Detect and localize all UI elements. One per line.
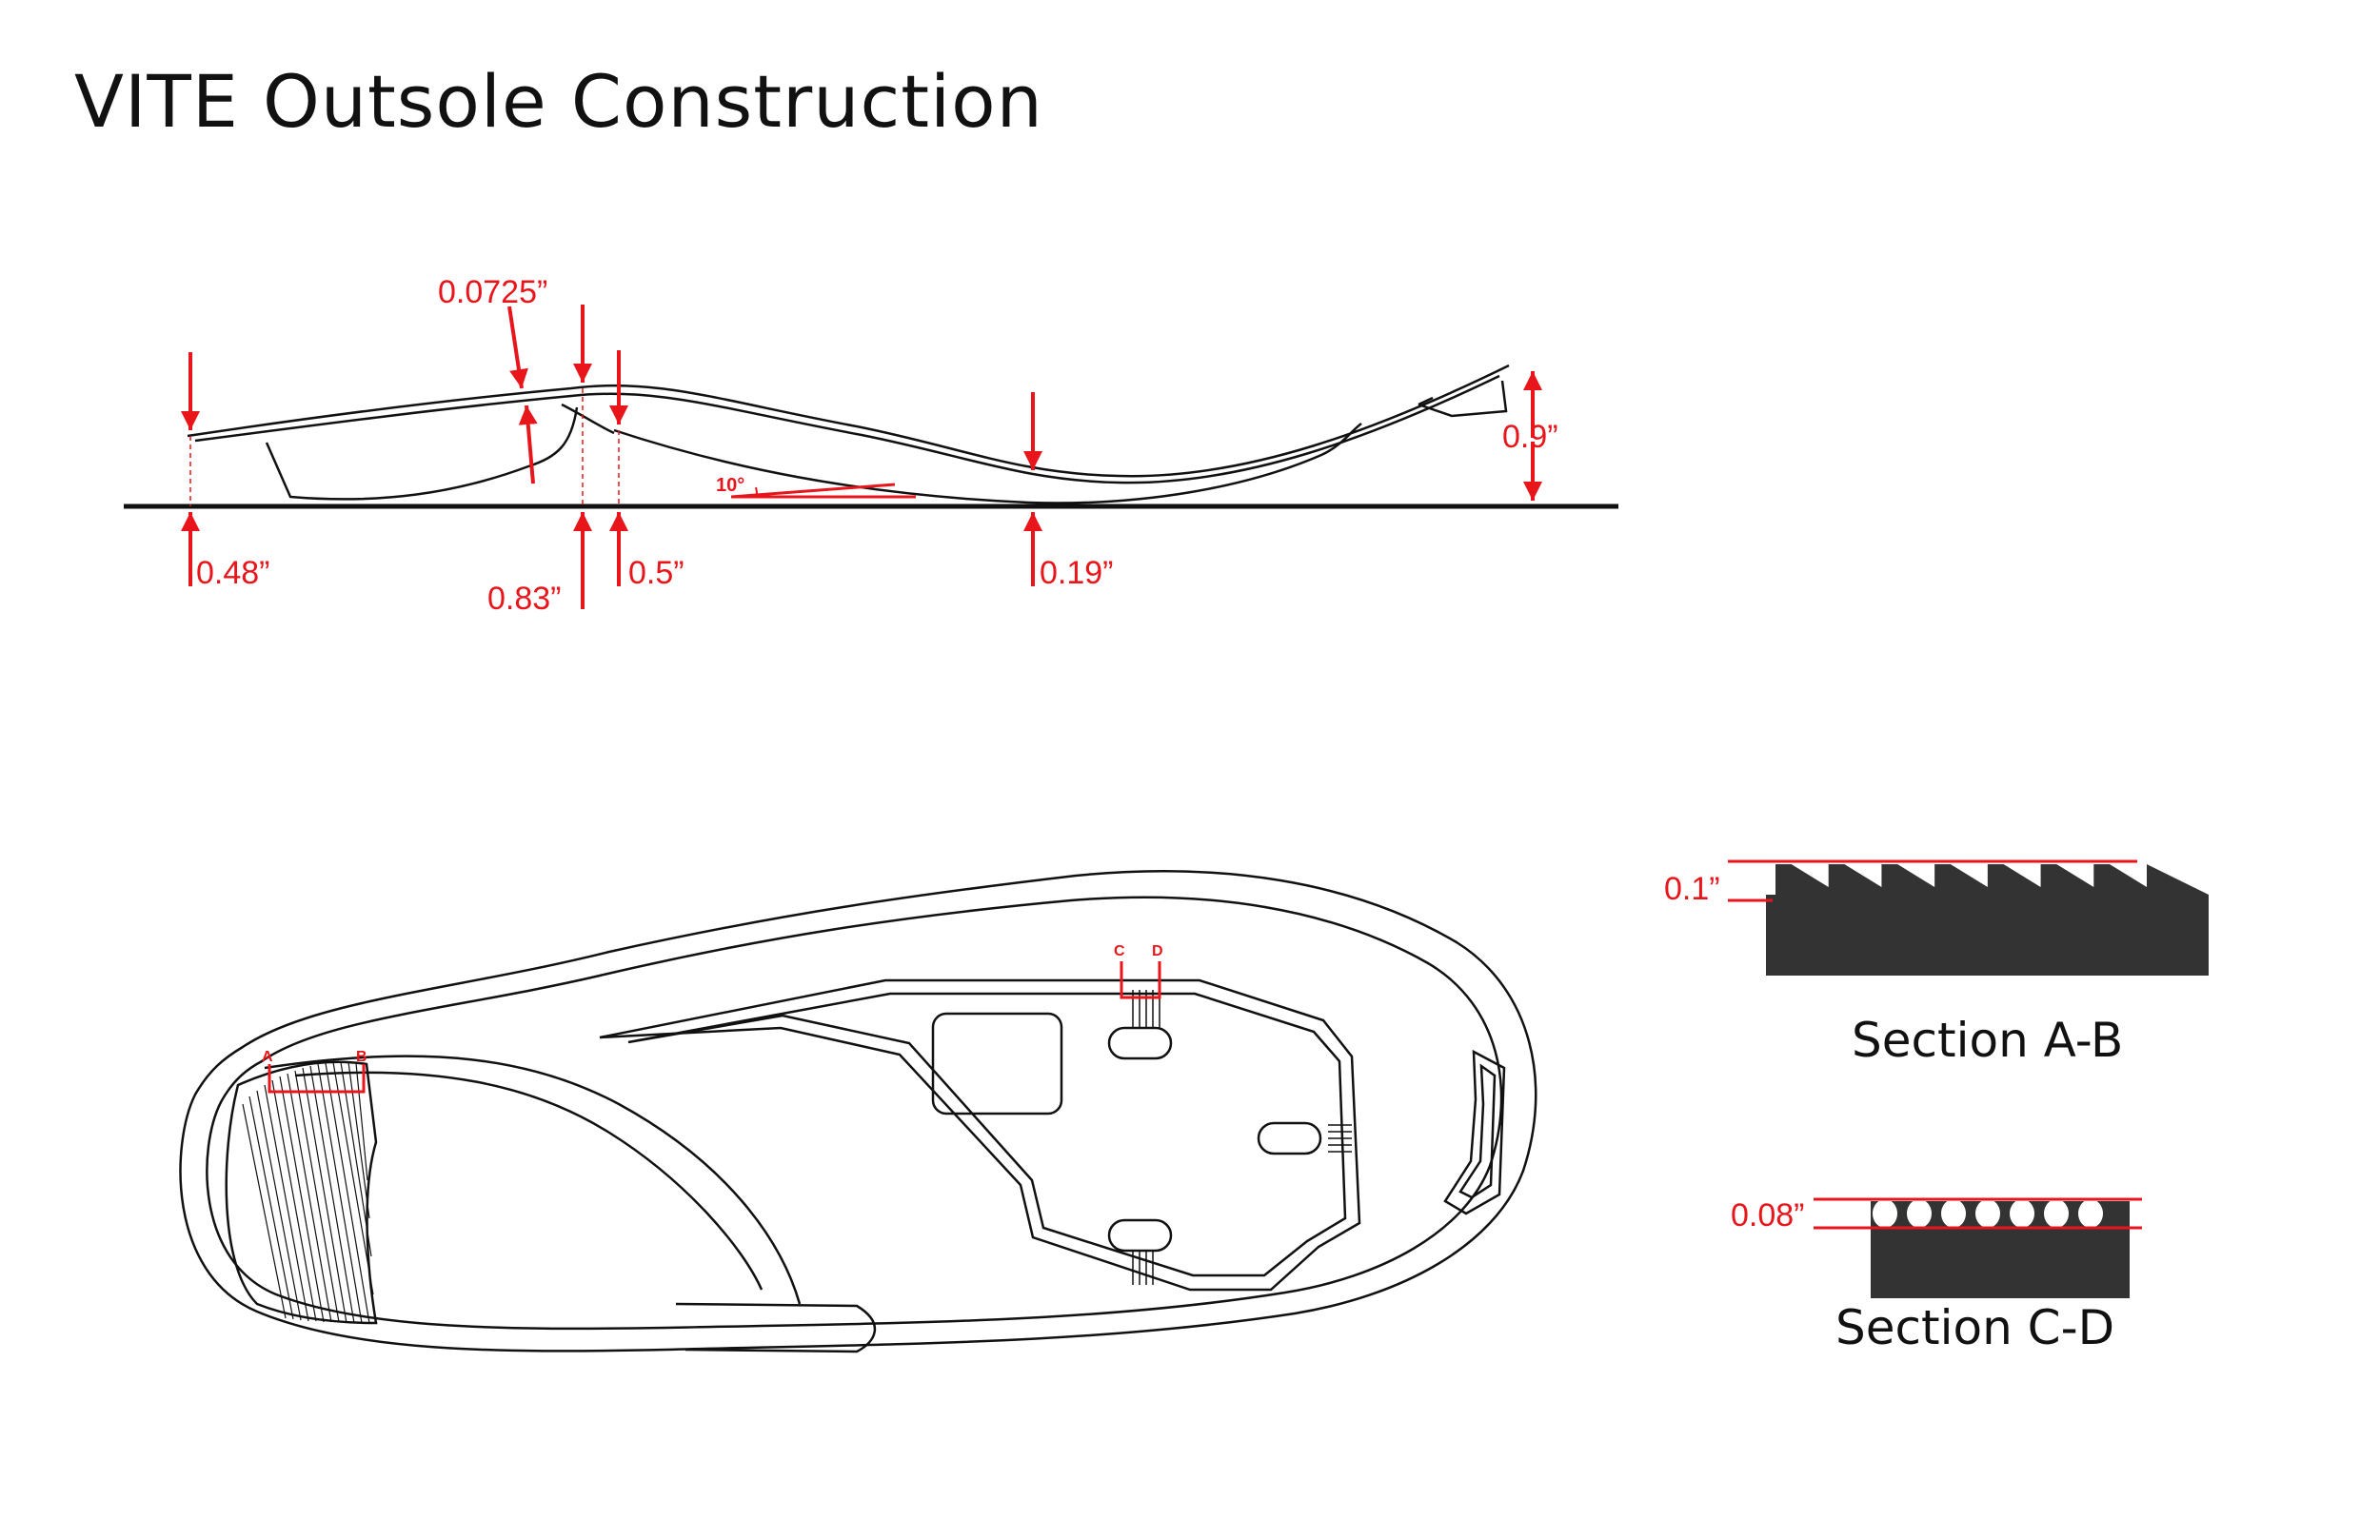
- heel-grip-pad: [225, 1060, 378, 1325]
- heel-grip-texture: [242, 1061, 374, 1324]
- label-angle: 10°: [716, 475, 744, 496]
- cleat-slot-grips: [1132, 990, 1352, 1285]
- cleat-center-window: [931, 1012, 1063, 1116]
- section-cut-markers: [268, 961, 1161, 1094]
- section-cd-dimension: 0.08”: [1731, 1197, 1805, 1234]
- heel-block: [265, 406, 579, 501]
- cleat-slot-mid: [1257, 1121, 1322, 1155]
- angle-ray: [730, 483, 896, 499]
- cleat-slot-top: [1107, 1026, 1173, 1060]
- section-cd-bump: [2010, 1199, 2034, 1228]
- sole-inner-outline: [206, 896, 1503, 1331]
- section-cd-caption: Section C-D: [1835, 1300, 2114, 1355]
- section-ab-dimension: 0.1”: [1664, 871, 1720, 907]
- cleat-plate-outline: [599, 978, 1361, 1292]
- section-cd-bump: [1975, 1199, 2000, 1228]
- cut-line-ab: [268, 1064, 366, 1094]
- side-profile-labels: 0.48” 0.0725” 0.83” 0.5” 0.19” 0.9” 10°: [196, 274, 1558, 617]
- label-heel-height: 0.48”: [196, 555, 270, 591]
- label-toe-spring: 0.9”: [1502, 419, 1558, 455]
- side-profile-dimensions: [181, 305, 1542, 609]
- cleat-slot-bottom: [1107, 1218, 1173, 1253]
- toe-tip: [1418, 380, 1508, 418]
- section-cd-bumps: [1873, 1199, 2103, 1228]
- heel-pad-lower-curve: [294, 1071, 764, 1291]
- heel-arch-inner: [561, 403, 615, 435]
- shell-down-arrow: [507, 306, 528, 389]
- cleat-plate-inner: [627, 992, 1347, 1277]
- section-cd-bump: [1941, 1199, 1966, 1228]
- toe-vent: [1443, 1049, 1506, 1215]
- midfoot-strap: [675, 1302, 877, 1353]
- section-cd: 0.08” Section C-D: [1731, 1197, 2142, 1355]
- angle-arc: [755, 486, 759, 496]
- cut-line-cd: [1120, 961, 1161, 999]
- label-forefoot-height: 0.19”: [1040, 555, 1114, 591]
- section-cd-bump: [1907, 1199, 1932, 1228]
- section-cd-bump: [2044, 1199, 2069, 1228]
- forefoot-block: [613, 422, 1362, 504]
- section-cd-bump: [2078, 1199, 2103, 1228]
- sole-top-surface: [187, 364, 1510, 478]
- label-rear-arch-height: 0.83”: [487, 581, 562, 617]
- section-ab-profile: [1766, 864, 2209, 976]
- marker-a: A: [262, 1049, 273, 1065]
- section-ab-caption: Section A-B: [1852, 1013, 2123, 1068]
- label-shell-thickness: 0.0725”: [438, 274, 547, 310]
- bottom-view: [179, 870, 1537, 1353]
- section-cut-labels: A B C D: [262, 943, 1163, 1065]
- heel-pad-upper-curve: [264, 1055, 802, 1305]
- side-profile-view: [124, 364, 1618, 509]
- marker-d: D: [1152, 943, 1163, 959]
- sole-outer-outline: [179, 870, 1537, 1352]
- section-ab: 0.1” Section A-B: [1664, 859, 2209, 1068]
- page-title: VITE Outsole Construction: [74, 59, 1043, 144]
- toe-vent-inner: [1458, 1063, 1497, 1199]
- section-cd-bump: [1873, 1199, 1897, 1228]
- marker-c: C: [1114, 943, 1125, 959]
- label-front-arch-height: 0.5”: [628, 555, 684, 591]
- marker-b: B: [356, 1049, 367, 1065]
- sole-top-inner: [194, 374, 1500, 484]
- shell-up-arrow: [518, 405, 538, 484]
